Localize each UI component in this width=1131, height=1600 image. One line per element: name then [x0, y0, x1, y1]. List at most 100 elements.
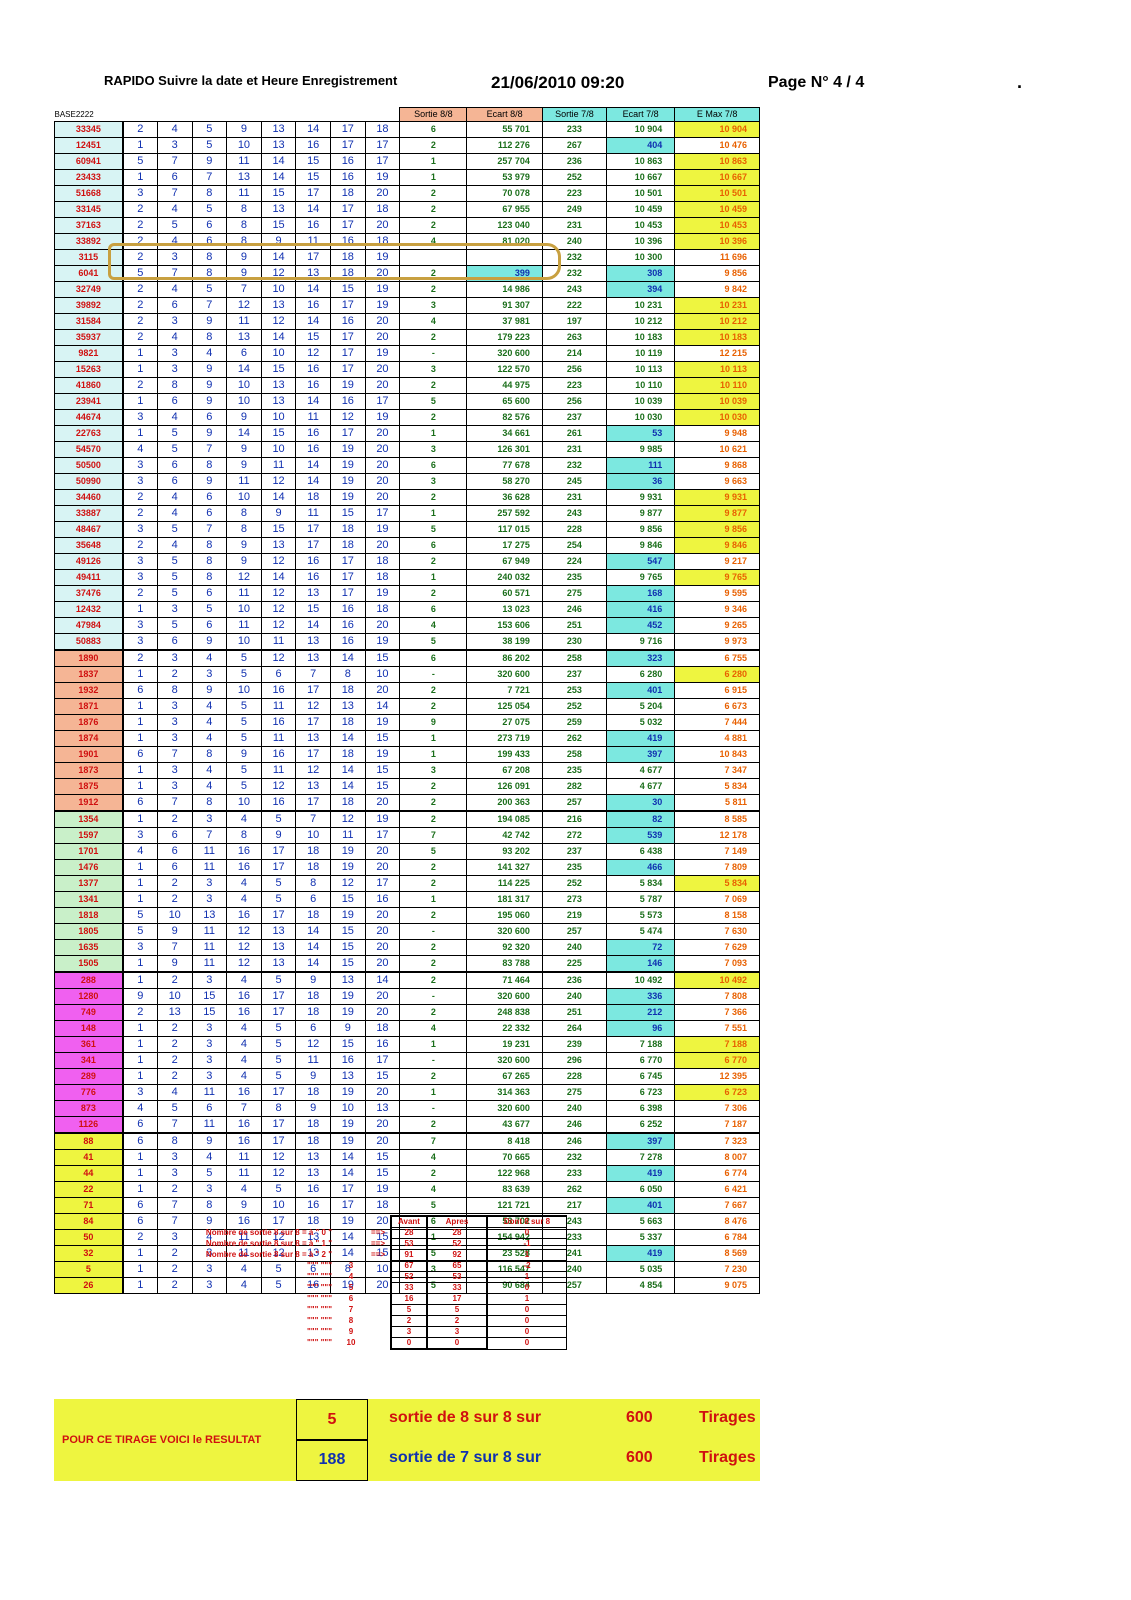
row-ecart78: 53: [606, 425, 676, 442]
row-emax78: 7 629: [674, 939, 760, 956]
row-number: 1: [122, 714, 158, 731]
row-number: 12: [260, 473, 297, 490]
header-base: BASE2222: [54, 107, 123, 122]
row-ecart78: 10 459: [606, 201, 676, 218]
row-sortie78: 259: [541, 714, 608, 731]
row-number: 3: [122, 617, 158, 634]
row-sortie78: 275: [541, 585, 608, 602]
row-number: 20: [364, 441, 401, 458]
row-number: 19: [330, 1132, 366, 1150]
row-number: 7: [226, 1100, 262, 1117]
stats-apres: 28: [426, 1227, 488, 1239]
row-sortie78: 236: [541, 153, 608, 170]
row-number: 2: [156, 1277, 193, 1294]
row-number: 13: [364, 1100, 401, 1117]
row-sortie88: 3: [399, 441, 468, 458]
row-number: 3: [156, 361, 193, 378]
row-sortie78: 246: [541, 1116, 608, 1134]
stats-avant: 28: [390, 1227, 428, 1239]
row-ecart88: 44 975: [466, 377, 543, 394]
row-number: 6: [122, 746, 158, 763]
stats-header-blank: [366, 1216, 391, 1228]
row-number: 4: [226, 891, 262, 908]
result-title: POUR CE TIRAGE VOICI le RESULTAT: [62, 1434, 262, 1446]
row-number: 20: [364, 217, 401, 234]
row-number: 15: [330, 281, 366, 298]
row-number: 17: [295, 682, 331, 699]
row-number: 12: [226, 923, 262, 940]
stats-header-blank: [336, 1216, 366, 1228]
row-number: 15: [330, 923, 366, 940]
row-number: 6: [191, 409, 228, 426]
stats-label: """ """: [307, 1338, 332, 1348]
row-number: 12: [226, 569, 262, 586]
row-number: 19: [330, 473, 366, 490]
stats-apres: 92: [426, 1249, 488, 1261]
row-number: 18: [330, 794, 366, 812]
row-sortie78: 232: [541, 457, 608, 474]
row-number: 9: [191, 473, 228, 490]
row-ecart88: 8 418: [466, 1132, 543, 1150]
result-tirages-label-2: Tirages: [699, 1449, 756, 1466]
row-emax78: 10 459: [674, 201, 760, 218]
row-number: 17: [295, 537, 331, 554]
row-number: 17: [330, 121, 366, 138]
row-number: 11: [191, 859, 228, 876]
row-number: 18: [364, 1197, 401, 1214]
row-ecart78: 6 280: [606, 666, 676, 683]
row-number: 3: [156, 698, 193, 715]
row-ecart88: 82 576: [466, 409, 543, 426]
row-number: 16: [330, 633, 366, 651]
row-sortie88: 1: [399, 1084, 468, 1101]
row-id: 776: [53, 1084, 124, 1101]
row-number: 11: [191, 955, 228, 973]
row-number: 14: [330, 778, 366, 795]
stats-label: """ """: [307, 1327, 332, 1336]
row-number: 14: [330, 1149, 366, 1166]
stats-avant: 5: [390, 1304, 428, 1316]
row-number: 18: [330, 746, 366, 763]
row-sortie88: 1: [399, 153, 468, 170]
row-number: 2: [122, 585, 158, 602]
row-number: 3: [191, 1068, 228, 1085]
row-number: 2: [122, 233, 158, 250]
row-number: 19: [330, 489, 366, 506]
row-ecart88: 19 231: [466, 1036, 543, 1053]
row-number: 3: [156, 249, 193, 266]
row-number: 10: [226, 377, 262, 394]
row-number: 2: [122, 201, 158, 218]
row-number: 17: [330, 297, 366, 314]
row-number: 15: [364, 1149, 401, 1166]
row-number: 19: [330, 441, 366, 458]
row-number: 11: [295, 1052, 331, 1069]
row-id: 50883: [53, 633, 124, 651]
row-number: 7: [156, 1197, 193, 1214]
row-number: 13: [260, 297, 297, 314]
row-sortie78: 223: [541, 377, 608, 394]
result-tirages-count-1: 600: [626, 1409, 653, 1426]
row-number: 17: [295, 249, 331, 266]
row-sortie78: 235: [541, 762, 608, 779]
row-number: 9: [191, 377, 228, 394]
row-number: 18: [330, 682, 366, 699]
row-number: 13: [295, 730, 331, 747]
row-number: 5: [260, 1068, 297, 1085]
row-number: 14: [226, 425, 262, 442]
stats-arrow: ==>: [370, 1239, 385, 1248]
row-id: 32749: [53, 281, 124, 298]
row-sortie78: 267: [541, 137, 608, 154]
row-number: 18: [364, 553, 401, 570]
row-number: 5: [156, 521, 193, 538]
row-sortie78: 258: [541, 746, 608, 763]
row-id: 37163: [53, 217, 124, 234]
row-id: 32: [53, 1245, 124, 1262]
result-count-88: 5: [296, 1399, 368, 1441]
row-number: 17: [260, 1004, 297, 1021]
row-number: 1: [122, 666, 158, 683]
